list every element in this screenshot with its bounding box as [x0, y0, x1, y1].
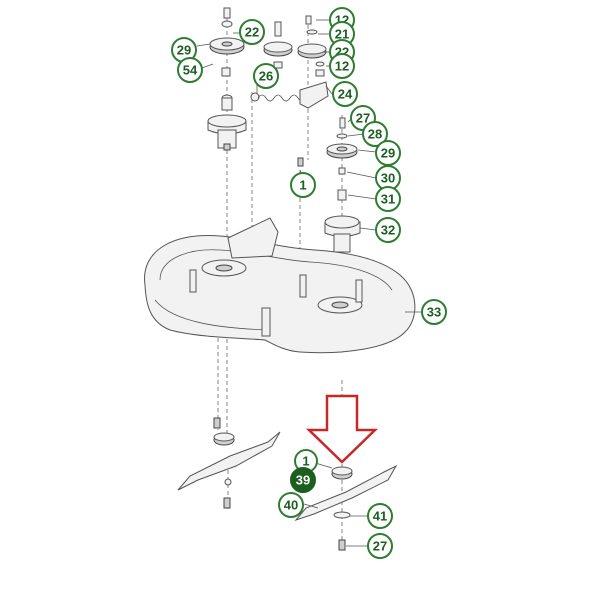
tension-spring — [250, 92, 308, 104]
svg-text:27: 27 — [373, 539, 387, 554]
idler-bracket — [299, 81, 329, 109]
svg-text:21: 21 — [335, 27, 349, 42]
left-spindle-stack — [207, 7, 247, 151]
svg-text:29: 29 — [381, 146, 395, 161]
callout-40: 40 — [278, 492, 304, 518]
svg-text:39: 39 — [296, 473, 310, 488]
callout-39-highlighted: 39 — [290, 467, 316, 493]
svg-text:22: 22 — [245, 25, 259, 40]
callout-31: 31 — [375, 186, 401, 212]
callout-12-mid: 12 — [329, 53, 355, 79]
svg-text:31: 31 — [381, 192, 395, 207]
callout-32: 32 — [375, 217, 401, 243]
svg-text:30: 30 — [381, 171, 395, 186]
callout-30: 30 — [375, 165, 401, 191]
svg-text:32: 32 — [381, 223, 395, 238]
callout-1-upper: 1 — [290, 172, 316, 198]
svg-text:40: 40 — [284, 498, 298, 513]
svg-text:29: 29 — [177, 43, 191, 58]
highlight-arrow — [305, 394, 379, 464]
callout-54: 54 — [177, 57, 203, 83]
svg-text:41: 41 — [373, 509, 387, 524]
center-idler-stack — [263, 21, 293, 69]
svg-text:33: 33 — [427, 305, 441, 320]
callout-24: 24 — [332, 81, 358, 107]
svg-text:1: 1 — [299, 178, 306, 193]
right-idler-stack — [297, 15, 327, 77]
right-spindle-stack — [324, 117, 361, 253]
svg-text:28: 28 — [368, 127, 382, 142]
callout-29-right: 29 — [375, 140, 401, 166]
callout-26: 26 — [253, 63, 279, 89]
callout-28: 28 — [362, 121, 388, 147]
svg-text:26: 26 — [259, 69, 273, 84]
svg-text:24: 24 — [338, 87, 353, 102]
callout-41: 41 — [367, 503, 393, 529]
svg-text:54: 54 — [183, 63, 198, 78]
callout-27-bottom: 27 — [367, 533, 393, 559]
svg-text:12: 12 — [335, 59, 349, 74]
svg-text:27: 27 — [356, 111, 370, 126]
callout-33: 33 — [421, 299, 447, 325]
right-blade-assembly — [294, 464, 398, 551]
callout-22-left: 22 — [239, 19, 265, 45]
deck-bolt — [297, 157, 304, 167]
mower-deck — [144, 217, 416, 354]
svg-text:1: 1 — [302, 454, 309, 469]
left-blade-assembly — [177, 417, 281, 509]
